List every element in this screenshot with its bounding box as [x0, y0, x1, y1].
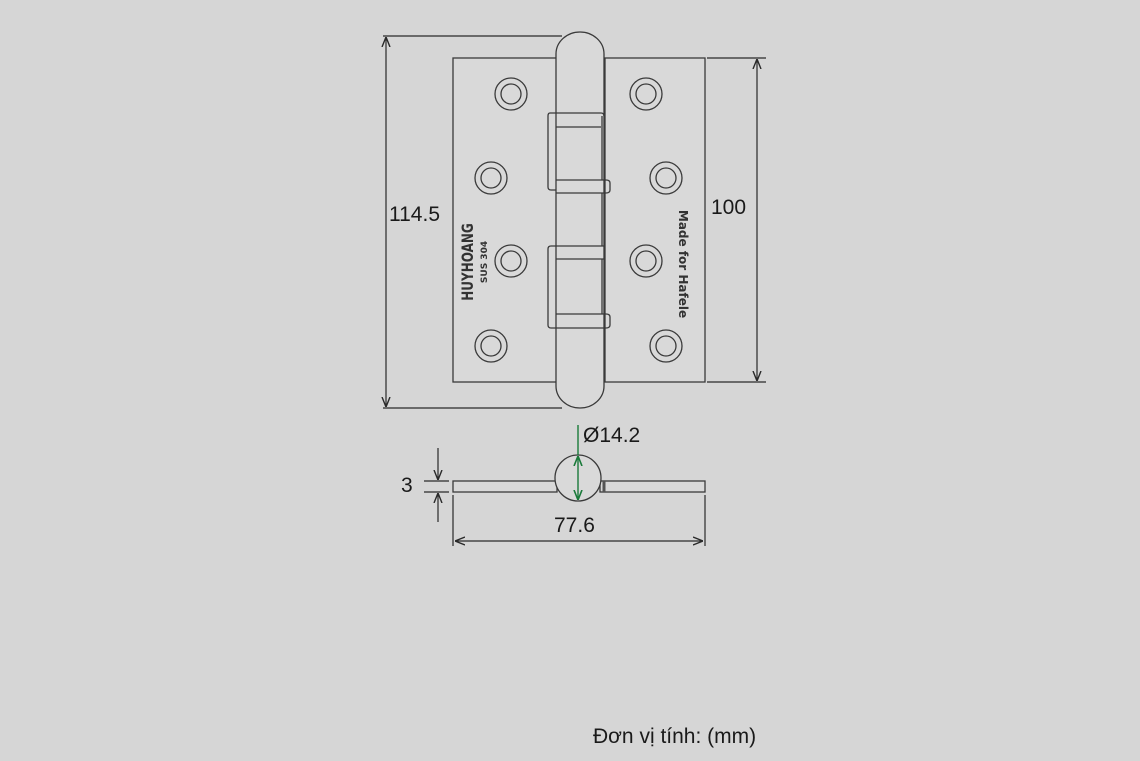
thickness-label: 3 — [401, 474, 413, 497]
hinge-front-view: HUYHOANG SUS 304 Made for Hafele — [452, 31, 706, 409]
right-plate-marking: Made for Hafele — [676, 210, 690, 318]
screw-hole — [649, 161, 683, 195]
dimension-total-height: 114.5 — [383, 35, 562, 409]
screw-hole — [474, 329, 508, 363]
screw-hole — [629, 77, 663, 111]
screw-hole — [629, 244, 663, 278]
dimension-open-width: 77.6 — [452, 495, 706, 546]
screw-hole — [474, 161, 508, 195]
total-height-label: 114.5 — [389, 203, 440, 226]
knuckle-pin — [555, 31, 605, 409]
plate-height-label: 100 — [711, 196, 746, 219]
diameter-label: Ø14.2 — [583, 424, 640, 447]
screw-hole — [494, 77, 528, 111]
knuckle-segments — [547, 112, 611, 329]
screw-hole — [649, 329, 683, 363]
open-width-label: 77.6 — [554, 514, 595, 537]
unit-note: Đơn vị tính: (mm) — [593, 725, 756, 748]
screw-holes — [474, 77, 683, 363]
screw-hole — [494, 244, 528, 278]
dimension-plate-height: 100 — [707, 57, 766, 383]
hinge-side-view: Ø14.2 3 77.6 — [401, 424, 706, 546]
right-leaf-plate — [604, 57, 706, 383]
left-leaf-edge — [452, 480, 558, 493]
left-leaf-plate — [452, 57, 558, 383]
dimension-thickness: 3 — [401, 448, 449, 522]
left-plate-brand-marking: HUYHOANG — [460, 223, 478, 301]
left-plate-grade-marking: SUS 304 — [480, 241, 490, 283]
right-leaf-edge — [599, 480, 706, 493]
